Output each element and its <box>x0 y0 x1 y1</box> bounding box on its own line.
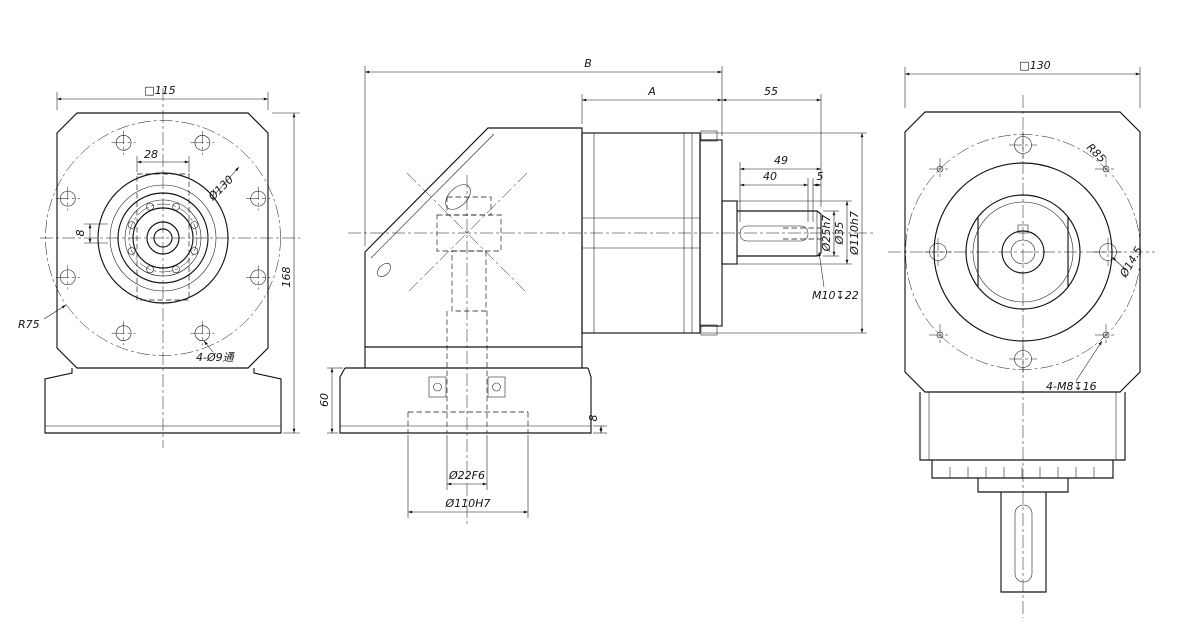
front-centerlines <box>40 88 300 448</box>
dim-side-40: 40 <box>763 170 777 183</box>
dim-side-49: 49 <box>774 154 788 167</box>
dim-rear-square: □130 <box>1019 59 1050 72</box>
dim-side-A: A <box>647 85 656 98</box>
dim-side-tapped-end: M10↧22 <box>812 289 859 302</box>
dim-side-spigot: Ø110H7 <box>445 497 491 510</box>
rear-lower-body <box>919 392 1126 593</box>
rear-centerlines <box>888 95 1155 618</box>
dim-rear-radius: R85 <box>1084 141 1108 165</box>
side-dimensions: B A 55 49 40 5 Ø25h7 Ø35 Ø110h7 <box>318 57 867 518</box>
front-bolt-holes <box>55 130 271 346</box>
dim-front-bore-width: 28 <box>144 148 158 161</box>
dim-side-pad: 8 <box>587 415 600 422</box>
rear-bolt-holes <box>924 131 1122 373</box>
side-output-shaft <box>721 200 822 265</box>
front-circles <box>45 120 281 356</box>
dim-side-shoulder-dia: Ø35 <box>833 222 846 246</box>
rear-view: □130 R85 Ø14.5 4-M8↧16 <box>888 59 1155 618</box>
dim-rear-hole-dia: Ø14.5 <box>1117 244 1145 280</box>
dim-side-foot-height: 60 <box>318 393 331 407</box>
dim-front-height: 168 <box>280 267 293 288</box>
dim-side-shaft-dia: Ø25h7 <box>820 215 833 253</box>
side-foot <box>339 367 592 434</box>
rear-dimensions: □130 R85 Ø14.5 4-M8↧16 <box>904 59 1145 393</box>
dim-front-square: □115 <box>144 84 175 97</box>
side-centerlines <box>348 172 876 525</box>
rear-flange-outline <box>904 111 1141 393</box>
dim-side-pilot-dia: Ø110h7 <box>848 211 861 256</box>
dim-front-holes: 4-Ø9通 <box>196 351 236 364</box>
dim-front-bolt-circle: Ø130 <box>205 173 236 204</box>
dim-front-radius: R75 <box>18 318 40 331</box>
front-view: □115 28 Ø130 168 R75 4-Ø9通 8 <box>18 84 300 448</box>
side-housing <box>364 127 583 368</box>
dim-side-55: 55 <box>764 85 778 98</box>
side-view: B A 55 49 40 5 Ø25h7 Ø35 Ø110h7 <box>318 57 876 525</box>
front-inner-screw-holes <box>127 202 199 274</box>
dim-side-bore: Ø22F6 <box>448 469 485 482</box>
dim-side-B: B <box>584 57 592 70</box>
side-gear-internals <box>436 196 502 433</box>
front-flange-outline <box>44 112 282 434</box>
front-dimensions: □115 28 Ø130 168 R75 4-Ø9通 8 <box>18 84 300 434</box>
dim-side-5: 5 <box>817 170 824 183</box>
dim-rear-tapped: 4-M8↧16 <box>1046 380 1097 393</box>
dim-front-key: 8 <box>74 230 87 237</box>
